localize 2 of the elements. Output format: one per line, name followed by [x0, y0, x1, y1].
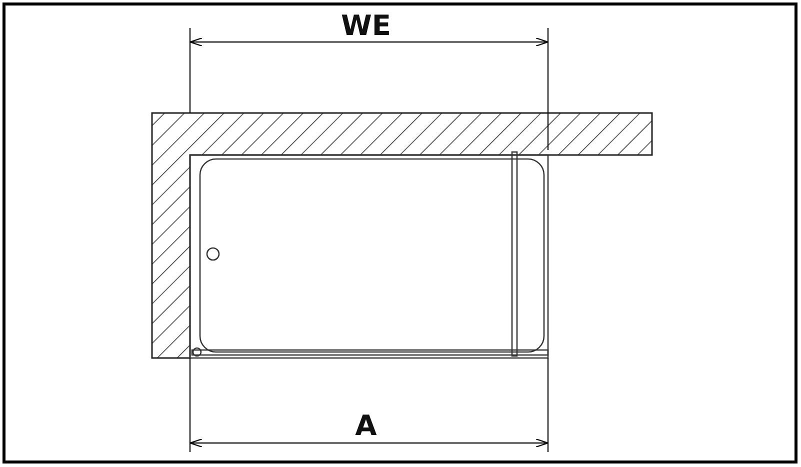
- dimension-label: A: [355, 412, 377, 440]
- dimension-label: WE: [341, 12, 391, 40]
